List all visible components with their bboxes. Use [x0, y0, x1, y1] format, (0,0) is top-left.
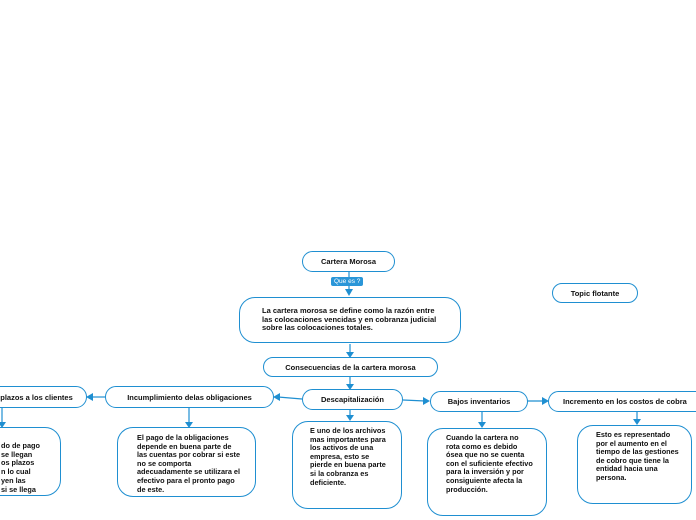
topic-incremento-costos[interactable]: Incremento en los costos de cobra: [548, 391, 696, 412]
topic-incremento-costos-text-content: Esto es representado por el aumento en e…: [596, 430, 679, 482]
topic-incumplimiento[interactable]: Incumplimiento delas obligaciones: [105, 386, 274, 408]
arrowhead-incremento-text: [633, 419, 641, 425]
arrowhead-bajos: [423, 397, 430, 405]
topic-bajos-inventarios[interactable]: Bajos inventarios: [430, 391, 528, 412]
topic-bajos-inventarios-text[interactable]: Cuando la cartera no rota como es debido…: [427, 428, 547, 516]
arrowhead-descap-text: [346, 415, 354, 421]
arrowhead-consequences: [346, 352, 354, 358]
topic-descapitalizacion[interactable]: Descapitalización: [302, 389, 403, 410]
topic-flotante-label: Topic flotante: [570, 288, 620, 298]
connector-descap-incumplimiento: [277, 396, 303, 400]
topic-consecuencias[interactable]: Consecuencias de la cartera morosa: [263, 357, 438, 377]
topic-cartera-morosa[interactable]: Cartera Morosa: [302, 251, 395, 272]
connector-descap-bajos: [402, 399, 426, 402]
arrowhead-incumplimiento: [273, 393, 280, 401]
topic-definition[interactable]: La cartera morosa se define como la razó…: [239, 297, 461, 343]
arrowhead-definition: [345, 289, 353, 296]
topic-bajos-inventarios-text-content: Cuando la cartera no rota como es debido…: [446, 433, 533, 494]
arrowhead-bajos-text: [478, 422, 486, 428]
topic-descapitalizacion-label: Descapitalización: [321, 395, 384, 404]
topic-bajos-inventarios-label: Bajos inventarios: [447, 397, 511, 406]
arrowhead-incumpl-text: [185, 422, 193, 428]
arrowhead-plazos: [86, 393, 93, 401]
topic-incumplimiento-text[interactable]: El pago de la obligaciones depende en bu…: [117, 427, 256, 497]
topic-plazos-clientes[interactable]: plazos a los clientes: [0, 386, 87, 408]
topic-incumplimiento-text-content: El pago de la obligaciones depende en bu…: [137, 433, 241, 494]
topic-plazos-text-content: do de pago se llegan os plazos n lo cual…: [1, 440, 40, 495]
topic-plazos-clientes-label: plazos a los clientes: [0, 392, 73, 402]
topic-incremento-costos-label: Incremento en los costos de cobra: [563, 397, 687, 406]
topic-cartera-morosa-label: Cartera Morosa: [320, 257, 377, 266]
relationship-label-que-es[interactable]: Que es ?: [331, 277, 364, 286]
topic-plazos-text[interactable]: do de pago se llegan os plazos n lo cual…: [0, 427, 61, 496]
topic-descapitalizacion-text-content: E uno de los archivos mas importantes pa…: [310, 426, 386, 487]
topic-consecuencias-label: Consecuencias de la cartera morosa: [285, 362, 416, 372]
arrowhead-descap: [346, 384, 354, 390]
topic-flotante[interactable]: Topic flotante: [552, 283, 638, 303]
topic-incumplimiento-label: Incumplimiento delas obligaciones: [127, 392, 252, 402]
arrowhead-plazos-text: [0, 422, 6, 428]
arrowhead-incremento: [542, 397, 549, 405]
topic-incremento-costos-text[interactable]: Esto es representado por el aumento en e…: [577, 425, 692, 504]
topic-definition-text: La cartera morosa se define como la razó…: [262, 306, 437, 333]
topic-descapitalizacion-text[interactable]: E uno de los archivos mas importantes pa…: [292, 421, 402, 509]
